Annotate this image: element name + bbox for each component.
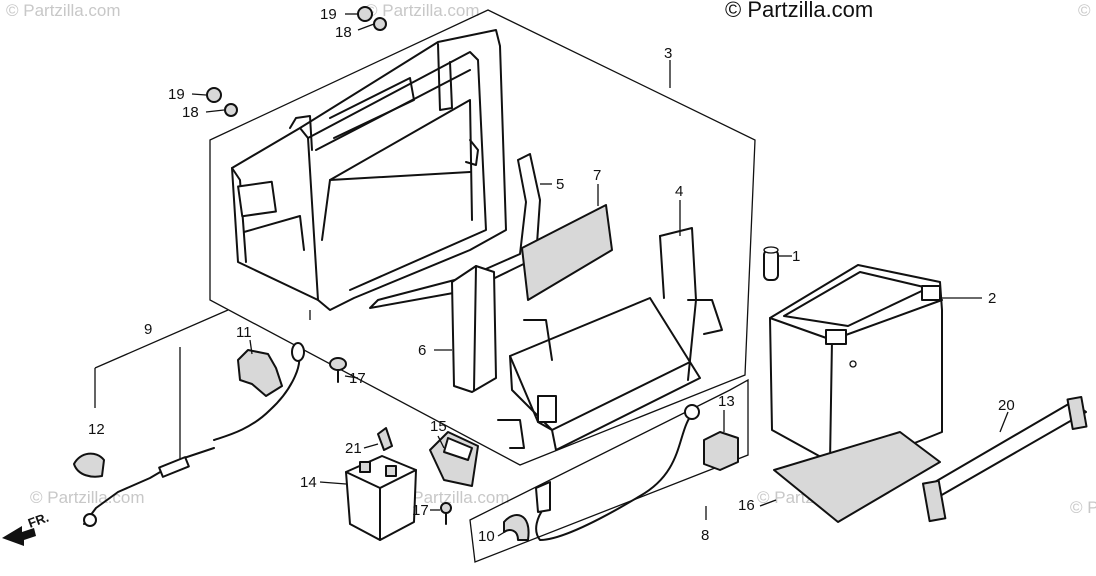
callout-6: 6 xyxy=(418,342,426,359)
callout-8: 8 xyxy=(701,527,709,544)
callout-20: 20 xyxy=(998,397,1015,414)
callout-13: 13 xyxy=(718,393,735,410)
leader-lines xyxy=(191,13,1009,537)
fuse-drawing xyxy=(377,427,393,451)
watermark-bottom-left: © Partzilla.com xyxy=(30,488,145,507)
callout-10: 10 xyxy=(478,528,495,545)
callout-16: 16 xyxy=(738,497,755,514)
callout-14: 14 xyxy=(300,474,317,491)
callout-15: 15 xyxy=(430,418,447,435)
terminal-cover-11-drawing xyxy=(237,349,283,397)
watermark-bottom-center: © Partzilla.com xyxy=(395,488,510,507)
battery-pad-drawing xyxy=(773,431,941,523)
callout-1: 1 xyxy=(792,248,800,265)
rubber-seal-drawing xyxy=(369,153,541,309)
front-label: FR. xyxy=(26,510,51,531)
rubber-sheet-drawing xyxy=(521,204,613,301)
bolt-17-upper-drawing xyxy=(329,357,347,383)
callout-12: 12 xyxy=(88,421,105,438)
callout-17-upper: 17 xyxy=(349,370,366,387)
battery-band-drawing xyxy=(921,396,1088,523)
nut-washer-drawing xyxy=(206,6,387,117)
battery-cable-drawing xyxy=(535,404,700,541)
starter-relay-drawing xyxy=(345,455,417,541)
callout-5: 5 xyxy=(556,176,564,193)
callout-19-lower: 19 xyxy=(168,86,185,103)
watermark-copyright: © Partzilla.com xyxy=(725,0,873,22)
relay-cover-drawing xyxy=(429,431,479,487)
case-group-outline xyxy=(209,9,756,466)
callout-17-lower: 17 xyxy=(412,502,429,519)
watermark-top-center: © Partzilla.com xyxy=(365,1,480,20)
watermark-edge: © Partzilla.com xyxy=(1070,498,1096,517)
battery-holder-drawing xyxy=(497,227,723,451)
callout-numbers: 1 2 3 4 5 6 7 8 9 10 11 12 13 14 15 16 1… xyxy=(88,6,1015,545)
battery-case-drawing xyxy=(231,29,507,311)
callout-18-upper: 18 xyxy=(335,24,352,41)
terminal-cap-drawing xyxy=(763,246,779,281)
callout-7: 7 xyxy=(593,167,601,184)
callout-11: 11 xyxy=(236,324,252,341)
watermark-right-edge: © Partzilla.com xyxy=(1078,1,1096,20)
terminal-cover-13-drawing xyxy=(703,431,739,471)
watermark-top-left: © Partzilla.com xyxy=(6,1,121,20)
callout-21: 21 xyxy=(345,440,362,457)
starter-cable-bracket xyxy=(94,309,229,369)
front-direction-arrow: FR. xyxy=(2,510,51,546)
callout-9: 9 xyxy=(144,321,152,338)
callout-19-upper: 19 xyxy=(320,6,337,23)
starter-cable-drawing xyxy=(83,342,305,527)
callout-4: 4 xyxy=(675,183,683,200)
callout-2: 2 xyxy=(988,290,996,307)
terminal-cover-10-drawing xyxy=(503,514,530,541)
callout-3: 3 xyxy=(664,45,672,62)
boot-drawing xyxy=(73,452,105,478)
rubber-pad-drawing xyxy=(451,265,497,393)
battery-drawing xyxy=(769,264,943,466)
callout-18-lower: 18 xyxy=(182,104,199,121)
bolt-17-lower-drawing xyxy=(440,502,452,525)
